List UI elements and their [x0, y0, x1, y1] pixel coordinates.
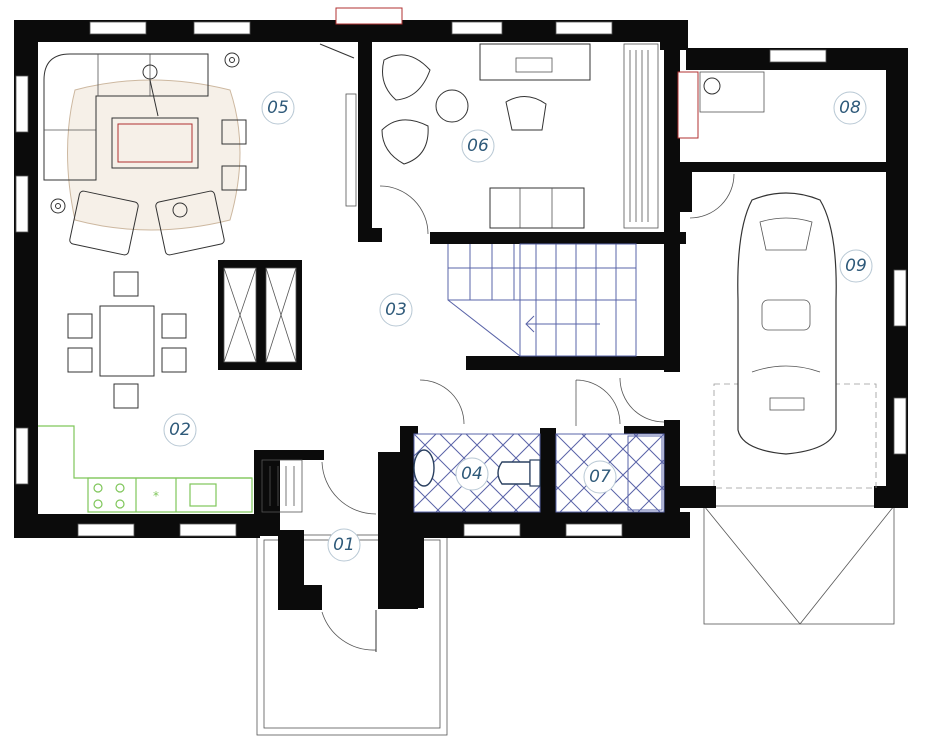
staircase	[447, 243, 637, 357]
room-label-04: 04	[455, 457, 489, 491]
room-label-09: 09	[839, 249, 873, 283]
fireplace	[335, 7, 765, 139]
svg-text:01: 01	[333, 535, 355, 555]
room-label-05: 05	[261, 91, 295, 125]
room-label-01: 01	[327, 528, 361, 562]
windows	[15, 21, 907, 537]
room-label-02: 02	[163, 413, 197, 447]
svg-text:08: 08	[839, 98, 861, 118]
dining-table-set	[67, 271, 187, 409]
room-label-06: 06	[461, 129, 495, 163]
doors	[319, 43, 735, 652]
svg-text:03: 03	[385, 300, 407, 320]
bathroom-tiles	[413, 433, 665, 513]
svg-text:05: 05	[267, 98, 289, 118]
svg-text:09: 09	[845, 256, 867, 276]
shoe-rack	[261, 459, 303, 513]
study-furniture	[345, 43, 659, 229]
svg-text:04: 04	[461, 464, 483, 484]
room-labels: 01 02 03 04 05 06 07 08	[163, 91, 873, 562]
carport-canopy	[703, 505, 895, 625]
car	[713, 192, 877, 489]
svg-text:*: *	[153, 489, 159, 503]
room-label-03: 03	[379, 293, 413, 327]
svg-text:02: 02	[169, 420, 191, 440]
wardrobe	[223, 267, 297, 363]
kitchen-counter: *	[38, 425, 253, 513]
svg-text:06: 06	[467, 136, 489, 156]
living-room-furniture	[43, 52, 247, 256]
svg-text:07: 07	[589, 467, 611, 487]
room-label-08: 08	[833, 91, 867, 125]
room-label-07: 07	[583, 460, 617, 494]
